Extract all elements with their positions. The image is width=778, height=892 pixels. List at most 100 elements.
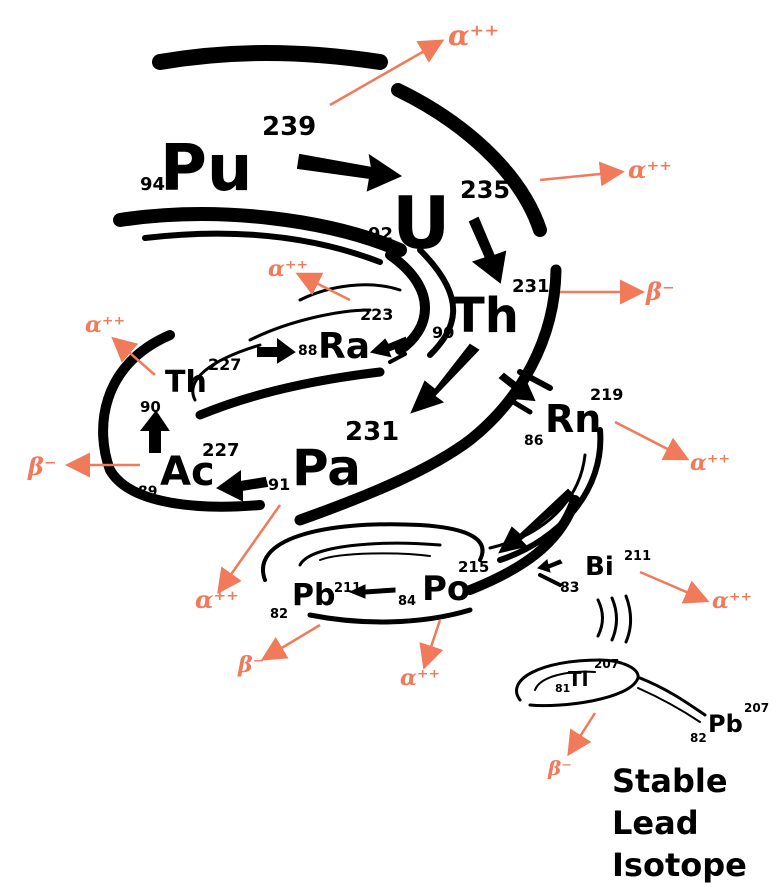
arc-tl-oval-inner (534, 670, 596, 691)
arrow-rn-in (498, 372, 536, 402)
emission-alpha-pa: α⁺⁺ (195, 585, 239, 614)
tl207-mass-number: 207 (594, 657, 619, 671)
emission-labels: α⁺⁺ α⁺⁺ β⁻ α⁺⁺ α⁺⁺ β⁻ α⁺⁺ α⁺⁺ α⁺⁺ β⁻ α⁺⁺… (27, 19, 752, 780)
arrow-po-to-pb (348, 584, 396, 599)
arrow-ra-to-th (369, 336, 408, 358)
arc-bi-curls (596, 594, 632, 644)
arc-ra-loop (248, 308, 372, 342)
arrow-th-to-ra (257, 338, 296, 364)
arc-upper-ra (298, 283, 402, 302)
emit-line-bi (639, 570, 710, 604)
arrow-bi-in (537, 559, 563, 573)
u235-mass-number: 235 (460, 176, 510, 204)
arrow-u-to-th (468, 216, 507, 284)
ac227-atomic-number: 89 (138, 484, 157, 500)
arc-inner-loop (195, 367, 385, 420)
emit-line-tl (567, 712, 597, 757)
ac227-symbol: Ac (160, 449, 215, 495)
emit-line-pb211 (260, 623, 321, 661)
emit-line-pu (329, 39, 445, 107)
emission-alpha-th227: α⁺⁺ (85, 312, 125, 338)
th231-symbol: Th (452, 288, 519, 344)
emission-alpha-po: α⁺⁺ (400, 665, 440, 691)
ac227-mass-number: 227 (202, 440, 240, 461)
pu239-symbol: Pu (160, 132, 252, 206)
emit-line-rn (614, 420, 690, 461)
arc-pb-bottom (307, 607, 473, 625)
emit-line-u (539, 161, 625, 187)
emit-line-pa (217, 504, 282, 595)
stable-label-line-2: Lead (612, 804, 699, 842)
emission-beta-th231: β⁻ (645, 277, 675, 306)
pb207-symbol: Pb (708, 710, 743, 738)
th227-atomic-number: 90 (140, 398, 161, 416)
arc-tl-tail2 (637, 687, 701, 723)
pa231-symbol: Pa (292, 439, 361, 497)
rn219-mass-number: 219 (590, 385, 623, 404)
th227-symbol: Th (165, 365, 207, 400)
th227-mass-number: 227 (208, 355, 241, 374)
emission-alpha-ra: α⁺⁺ (268, 256, 308, 282)
pa231-atomic-number: 91 (268, 475, 290, 494)
emit-line-ra (295, 272, 351, 302)
arc-pb-oval-inner (298, 541, 442, 567)
rn219-atomic-number: 86 (524, 433, 543, 449)
ra223-symbol: Ra (318, 326, 370, 367)
arc-po-lower (465, 495, 580, 595)
po215-symbol: Po (422, 569, 470, 609)
u235-atomic-number: 92 (368, 224, 393, 245)
pa231-mass-number: 231 (345, 417, 399, 447)
u235-symbol: U (392, 181, 450, 265)
arc-tl-tail (638, 676, 707, 717)
pu239-mass-number: 239 (262, 112, 316, 142)
ra223-mass-number: 223 (360, 305, 393, 324)
arc-ac-left (98, 330, 265, 512)
arc-middle-loop (385, 250, 430, 355)
arrow-rn-to-po (498, 488, 576, 554)
nuclide-labels: 94 Pu 239 92 U 235 90 Th 231 Pa 231 91 A… (138, 112, 769, 745)
arc-pb-oval-outer (261, 522, 485, 582)
ra223-atomic-number: 88 (298, 343, 317, 359)
arrow-th-to-pa (410, 343, 480, 414)
stable-label-line-3: Isotope (612, 846, 747, 884)
outer-arc-right (294, 264, 562, 526)
bi211-mass-number: 211 (624, 549, 651, 564)
arrow-ac-to-th (139, 410, 170, 453)
arc-th-loop (417, 247, 457, 358)
small-dashes (388, 352, 562, 587)
arc-tl-oval (515, 658, 640, 708)
arc-inner-loop2 (191, 343, 262, 402)
emit-line-th227 (111, 336, 156, 376)
bi211-atomic-number: 83 (560, 580, 579, 596)
stable-label-line-1: Stable (612, 762, 728, 800)
emission-alpha-rn: α⁺⁺ (690, 450, 730, 476)
emission-alpha-u: α⁺⁺ (628, 155, 672, 184)
emit-line-po (419, 619, 444, 670)
outer-arc-top (152, 45, 388, 70)
arc-pb-oval-inner2 (319, 552, 431, 561)
emission-beta-pb211: β⁻ (237, 652, 264, 678)
emission-alpha-pu: α⁺⁺ (448, 19, 499, 52)
stable-lead-label: Stable Lead Isotope (612, 760, 747, 886)
pb211-symbol: Pb (292, 578, 335, 613)
th231-mass-number: 231 (512, 276, 550, 297)
pb207-mass-number: 207 (744, 701, 769, 715)
rn219-symbol: Rn (545, 397, 601, 441)
pb207-atomic-number: 82 (690, 731, 707, 745)
tl207-symbol: Tl (568, 667, 589, 691)
arrow-pa-to-ac (216, 470, 269, 502)
arrow-pu-to-u (296, 153, 403, 192)
po215-atomic-number: 84 (398, 594, 416, 609)
bi211-symbol: Bi (585, 552, 614, 582)
emission-alpha-bi: α⁺⁺ (712, 588, 752, 614)
emission-beta-tl: β⁻ (547, 756, 572, 780)
tl207-atomic-number: 81 (555, 682, 570, 695)
pb211-mass-number: 211 (334, 581, 361, 596)
po215-mass-number: 215 (458, 558, 489, 576)
th231-atomic-number: 90 (432, 323, 454, 342)
inner-arc-mid2 (142, 230, 383, 265)
emission-beta-ac: β⁻ (27, 452, 57, 481)
inner-arc-mid (113, 207, 407, 257)
